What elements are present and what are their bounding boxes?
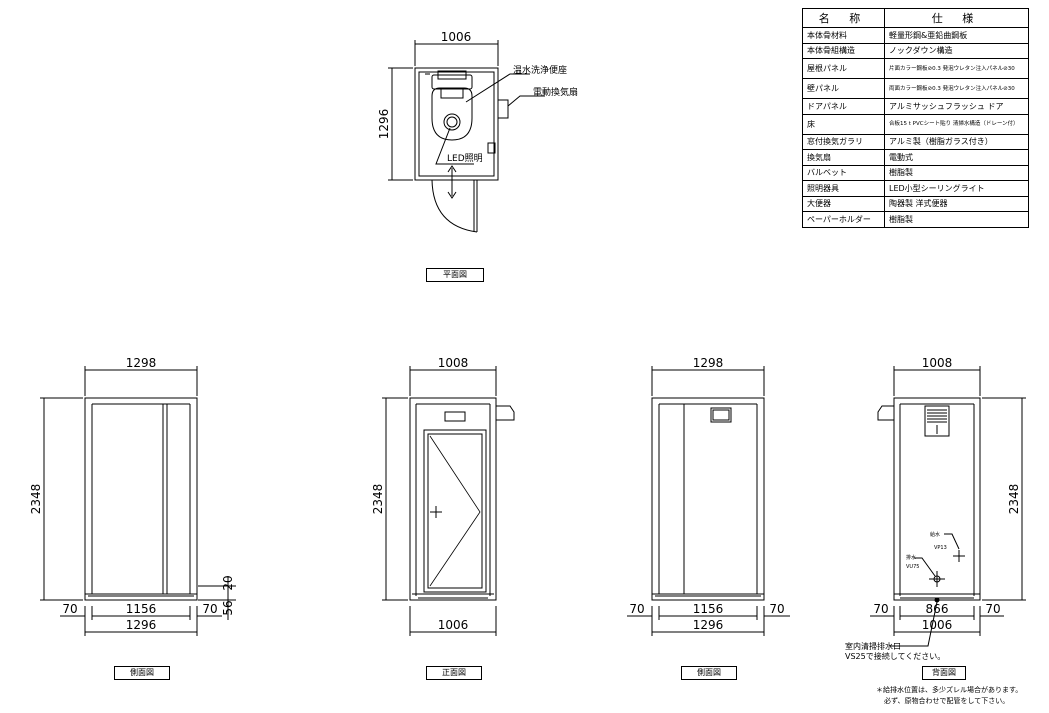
front-top-dim: 1008 (438, 356, 469, 370)
table-row: 壁パネル両面カラー鋼板⊘0.3 発泡ウレタン注入パネル⊘30 (802, 78, 1029, 99)
side-view-left (40, 366, 236, 636)
spec-name: 屋根パネル (802, 58, 885, 79)
back-dim-70-left: 70 (873, 602, 888, 616)
footnote-line-2: 必ず、原物合わせで配管をして下さい。 (884, 697, 1010, 705)
spec-value: 片面カラー鋼板⊘0.3 発泡ウレタン注入パネル⊘30 (884, 58, 1029, 79)
footnote-line-1: ＊給排水位置は、多少ズレル場合があります。 (876, 686, 1023, 694)
spec-name: 床 (802, 113, 885, 135)
front-height-dim: 2348 (371, 484, 385, 515)
side-right-dim-inner: 1156 (693, 602, 724, 616)
spec-name: 大便器 (802, 195, 885, 212)
back-supply-pipe-label: VP13 (934, 545, 947, 551)
side-left-dim-20: 20 (221, 575, 235, 590)
table-row: 床合板15 t PVCシート貼り 清掃水構造（ドレーン付） (802, 113, 1029, 135)
back-supply-label: 給水 (930, 531, 940, 538)
side-left-top-dim: 1298 (126, 356, 157, 370)
spec-header-spec: 仕 様 (884, 8, 1029, 28)
spec-value: LED小型シーリングライト (884, 180, 1029, 197)
spec-name: 換気扇 (802, 149, 885, 166)
table-row: 換気扇電動式 (802, 149, 1029, 166)
back-height-dim: 2348 (1007, 484, 1021, 515)
table-row: 窓付換気ガラリアルミ製（樹脂ガラス付き） (802, 133, 1029, 150)
spec-name: 照明器具 (802, 180, 885, 197)
spec-table: 名 称 仕 様 本体骨材料軽量形鋼&亜鉛曲鋼板 本体骨組構造ノックダウン構造 屋… (802, 8, 1029, 228)
spec-value: ノックダウン構造 (884, 42, 1029, 59)
spec-name: 本体骨材料 (802, 27, 885, 44)
table-row: 本体骨組構造ノックダウン構造 (802, 42, 1029, 59)
callout-washlet: 温水洗浄便座 (513, 66, 568, 76)
table-row: 屋根パネル片面カラー鋼板⊘0.3 発泡ウレタン注入パネル⊘30 (802, 58, 1029, 79)
plan-view (388, 40, 545, 233)
spec-value: 樹脂製 (884, 211, 1029, 228)
back-dim-inner: 866 (926, 602, 949, 616)
spec-value: 陶器製 洋式便器 (884, 195, 1029, 212)
table-row: ドアパネルアルミサッシュフラッシュ ドア (802, 98, 1029, 115)
spec-value: 軽量形鋼&亜鉛曲鋼板 (884, 27, 1029, 44)
spec-table-header: 名 称 仕 様 (802, 8, 1029, 28)
back-dim-70-right: 70 (985, 602, 1000, 616)
spec-value: アルミサッシュフラッシュ ドア (884, 98, 1029, 115)
side-left-dim-inner: 1156 (126, 602, 157, 616)
side-left-dim-56: 56 (221, 600, 235, 615)
spec-name: ペーパーホルダー (802, 211, 885, 228)
caption-back: 背面図 (922, 666, 966, 680)
spec-name: ドアパネル (802, 98, 885, 115)
table-row: 大便器陶器製 洋式便器 (802, 195, 1029, 212)
plan-width-dim: 1006 (441, 30, 472, 44)
dimension-labels: 1006 1296 1298 2348 20 56 70 1156 70 129… (29, 30, 1021, 632)
front-bottom-dim: 1006 (438, 618, 469, 632)
back-drain-label: 排水 (906, 554, 916, 561)
plan-depth-dim: 1296 (377, 109, 391, 140)
side-left-dim-total: 1296 (126, 618, 157, 632)
table-row: 本体骨材料軽量形鋼&亜鉛曲鋼板 (802, 27, 1029, 44)
caption-side-left: 側面図 (114, 666, 170, 680)
table-row: バルベット樹脂製 (802, 164, 1029, 181)
spec-name: 本体骨組構造 (802, 42, 885, 59)
drain-note-line-2: VS25で接続してください。 (845, 652, 946, 661)
spec-name: 窓付換気ガラリ (802, 133, 885, 150)
back-top-dim: 1008 (922, 356, 953, 370)
side-left-height-dim: 2348 (29, 484, 43, 515)
callout-exhaust-fan: 電動換気扇 (533, 88, 579, 98)
spec-value: 樹脂製 (884, 164, 1029, 181)
spec-name: 壁パネル (802, 78, 885, 99)
spec-header-name: 名 称 (802, 8, 885, 28)
callout-led-light: LED照明 (447, 154, 483, 164)
side-right-dim-70-left: 70 (629, 602, 644, 616)
drain-note-line-1: 室内清掃排水口 (845, 642, 901, 651)
spec-value: 両面カラー鋼板⊘0.3 発泡ウレタン注入パネル⊘30 (884, 78, 1029, 99)
side-right-dim-70-right: 70 (769, 602, 784, 616)
spec-value: 電動式 (884, 149, 1029, 166)
side-right-dim-total: 1296 (693, 618, 724, 632)
side-right-top-dim: 1298 (693, 356, 724, 370)
back-drain-pipe-label: VU75 (906, 564, 919, 570)
side-left-dim-70-right: 70 (202, 602, 217, 616)
caption-front: 正面図 (426, 666, 482, 680)
back-view (870, 366, 1026, 647)
side-view-right (627, 366, 790, 636)
caption-plan: 平面図 (426, 268, 484, 282)
front-view (382, 366, 515, 636)
caption-side-right: 側面図 (681, 666, 737, 680)
back-dim-total: 1006 (922, 618, 953, 632)
spec-value: 合板15 t PVCシート貼り 清掃水構造（ドレーン付） (884, 113, 1029, 135)
spec-value: アルミ製（樹脂ガラス付き） (884, 133, 1029, 150)
spec-name: バルベット (802, 164, 885, 181)
table-row: ペーパーホルダー樹脂製 (802, 211, 1029, 228)
side-left-dim-70-left: 70 (62, 602, 77, 616)
